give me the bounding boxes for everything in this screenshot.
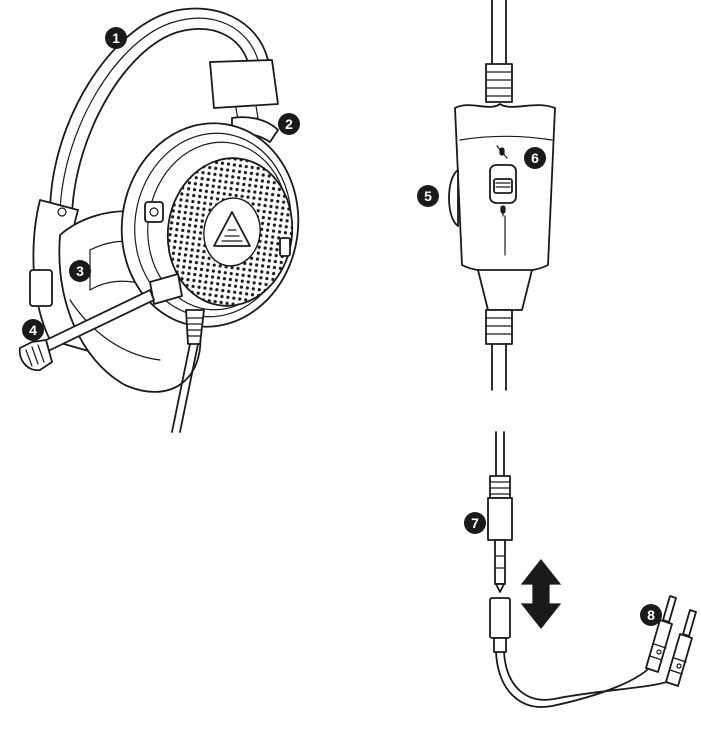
callout-3: 3 (69, 260, 91, 282)
double-arrow-vertical-icon (520, 559, 562, 629)
callout-8: 8 (640, 604, 662, 626)
svg-text:1: 1 (112, 30, 120, 46)
callout-2: 2 (278, 113, 300, 135)
callout-5: 5 (417, 185, 439, 207)
svg-text:2: 2 (285, 116, 293, 132)
svg-text:7: 7 (471, 515, 479, 531)
svg-text:8: 8 (647, 607, 655, 623)
headband-slider (209, 59, 279, 109)
svg-text:5: 5 (424, 188, 432, 204)
headband-inner (71, 28, 249, 216)
headset (18, 7, 300, 433)
headband (49, 7, 269, 211)
inline-controller (448, 0, 556, 391)
split-plug-headphone (665, 609, 697, 687)
mic-muted-icon (496, 145, 508, 159)
callout-7: 7 (464, 512, 486, 534)
callout-6: 6 (524, 147, 546, 169)
headset-cable (171, 309, 205, 433)
callout-1: 1 (105, 27, 127, 49)
mic-icon (500, 205, 506, 217)
brand-logo (213, 211, 251, 247)
svg-text:4: 4 (29, 322, 37, 338)
volume-wheel (448, 169, 459, 227)
split-plug-mic (645, 595, 677, 673)
microphone-boom (18, 273, 183, 372)
svg-text:6: 6 (531, 150, 539, 166)
svg-text:3: 3 (76, 263, 84, 279)
splitter-adapter (489, 595, 697, 708)
audio-plug (487, 431, 513, 593)
callout-4: 4 (22, 319, 44, 341)
